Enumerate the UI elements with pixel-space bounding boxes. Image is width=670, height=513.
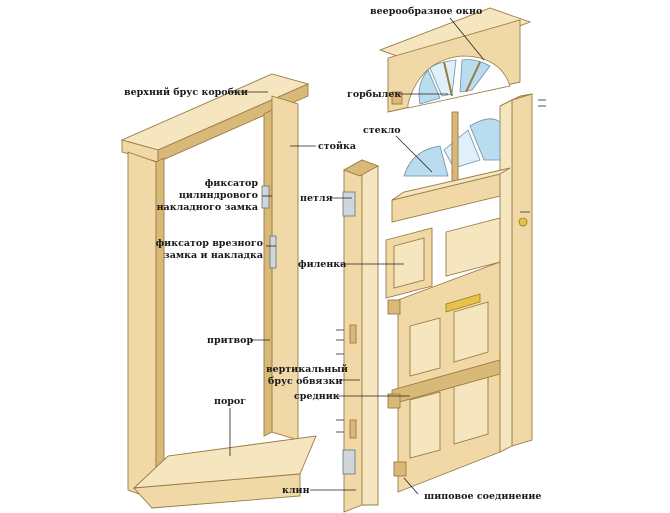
label-top-rail: верхний брус коробки: [124, 87, 248, 98]
label-fanlight: веерообразное окно: [370, 6, 482, 17]
tenon-3: [393, 461, 407, 477]
glazing-bar-fan-1: [443, 61, 453, 97]
label-glass: стекло: [363, 125, 401, 136]
fanlight-tenon: [391, 91, 403, 105]
label-glazing-bar: горбылек: [347, 89, 401, 100]
label-mortise-keeper-2: замка и накладка: [164, 250, 263, 261]
tenon-2: [387, 393, 401, 409]
cylinder-lock-keeper: [261, 185, 270, 209]
frame-right-jamb-rebate: [263, 109, 273, 437]
lower-panel-1: [409, 317, 441, 377]
label-cyl-keeper-2: цилиндрового: [179, 190, 258, 201]
hinge-bottom: [342, 449, 356, 475]
upper-glazing-bar-vertical: [451, 111, 459, 183]
door-frame: [120, 73, 317, 509]
label-tenon-joint: шиповое соединение: [424, 491, 541, 502]
upper-lock-rail-top: [391, 167, 511, 201]
label-panel: филенка: [298, 259, 346, 270]
hinge-top: [342, 191, 356, 217]
leader-tenon-joint: [403, 477, 419, 495]
frame-left-jamb: [127, 151, 157, 501]
upper-lock-rail: [391, 173, 501, 223]
fanlight: [378, 7, 532, 113]
frame-threshold-front: [133, 473, 301, 509]
labels: верхний брус коробки веерообразное окно …: [124, 6, 541, 502]
leaf-right-stile-front: [499, 99, 513, 453]
door-leaf: [385, 93, 533, 493]
leaf-right-stile: [511, 93, 533, 447]
hinge-stile: [336, 159, 380, 513]
leader-lines: [229, 17, 485, 495]
hinge-stile-side: [361, 159, 379, 506]
stile-mortise-2: [349, 419, 357, 439]
mortise-lock-keeper: [269, 235, 277, 269]
upper-glass-pane-right: [469, 118, 501, 161]
label-cyl-keeper-1: фиксатор: [205, 178, 259, 189]
leader-glass: [395, 135, 433, 173]
label-hinge: петля: [300, 193, 333, 204]
stile-mortise-1: [349, 324, 357, 344]
nail-marks-right: [520, 99, 546, 213]
fanlight-glass-1: [418, 69, 441, 105]
fanlight-glass-3: [459, 59, 491, 93]
label-stile-1: вертикальный: [266, 364, 348, 375]
loose-panel-raised: [393, 237, 425, 289]
label-rebate: притвор: [207, 335, 253, 346]
label-mid-rail: средник: [294, 391, 340, 402]
label-cyl-keeper-3: накладного замка: [157, 202, 258, 213]
leader-fanlight: [449, 17, 485, 61]
tenon-1: [387, 299, 401, 315]
label-wedge: клин: [282, 485, 310, 496]
label-threshold: порог: [214, 396, 246, 407]
lower-panel-2: [453, 301, 489, 363]
letter-plate: [445, 293, 481, 313]
lower-panel-3: [409, 391, 441, 459]
hinge-stile-top: [342, 159, 380, 177]
leaf-right-stile-top: [499, 93, 533, 107]
label-mortise-keeper-1: фиксатор врезного: [156, 238, 263, 249]
frame-top-rail-side: [157, 83, 309, 163]
glazing-bar-fan-2: [465, 61, 481, 93]
lower-panel-4: [453, 375, 489, 445]
upper-glass-pane-left: [403, 145, 449, 177]
label-jamb: стойка: [318, 141, 356, 152]
upper-body-section: [445, 217, 501, 277]
door-knob: [518, 217, 528, 227]
label-stile-2: брус обвязки: [268, 376, 342, 387]
